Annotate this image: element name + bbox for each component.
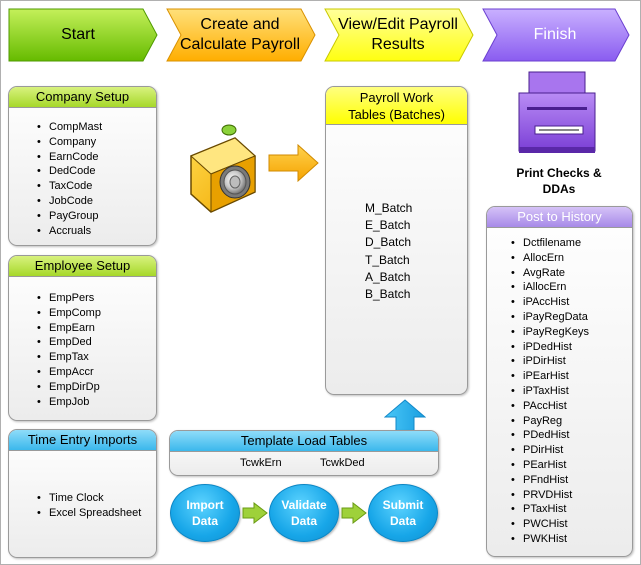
list-item: A_Batch xyxy=(365,269,411,284)
list-item: PayReg xyxy=(511,414,632,429)
import-data-label: Import Data xyxy=(186,498,224,528)
validate-data-label: Validate Data xyxy=(281,498,327,528)
batch-list: M_Batch E_Batch D_Batch T_Batch A_Batch … xyxy=(365,200,467,303)
list-item: PFndHist xyxy=(511,473,632,488)
step-create-label: Create and Calculate Payroll xyxy=(179,16,301,53)
submit-data-label: Submit Data xyxy=(382,498,424,528)
list-item: PTaxHist xyxy=(511,502,632,517)
list-item: EmpEarn xyxy=(37,321,156,336)
list-item: Company xyxy=(37,135,156,150)
step-view-label: View/Edit Payroll Results xyxy=(338,16,458,53)
list-item: EmpDed xyxy=(37,335,156,350)
step-view-edit: View/Edit Payroll Results xyxy=(324,8,474,62)
step-start: Start xyxy=(8,8,158,62)
step-finish-shape xyxy=(482,8,630,62)
employee-setup-panel: Employee Setup EmpPers EmpComp EmpEarn E… xyxy=(8,255,157,421)
list-item: Time Clock xyxy=(37,491,156,506)
time-entry-panel: Time Entry Imports Time Clock Excel Spre… xyxy=(8,429,157,558)
list-item: EmpTax xyxy=(37,350,156,365)
company-setup-title: Company Setup xyxy=(9,87,156,108)
print-checks-label: Print Checks & DDAs xyxy=(516,166,602,196)
post-to-history-panel: Post to History Dctfilename AllocErn Avg… xyxy=(486,206,633,557)
step-create-shape xyxy=(166,8,316,62)
step-start-label: Start xyxy=(61,26,95,43)
list-item: iPEarHist xyxy=(511,369,632,384)
company-setup-list: CompMast Company EarnCode DedCode TaxCod… xyxy=(37,120,156,238)
list-item: Accruals xyxy=(37,224,156,239)
arrow-right-icon xyxy=(268,144,319,182)
submit-data-step: Submit Data xyxy=(368,484,438,542)
list-item: EmpJob xyxy=(37,395,156,410)
list-item: iPTaxHist xyxy=(511,384,632,399)
step-finish-label: Finish xyxy=(533,26,577,43)
template-table-name: TcwkErn xyxy=(240,457,282,469)
post-to-history-title: Post to History xyxy=(487,207,632,228)
list-item: PWCHist xyxy=(511,517,632,532)
list-item: PRVDHist xyxy=(511,488,632,503)
list-item: EmpDirDp xyxy=(37,380,156,395)
list-item: DedCode xyxy=(37,164,156,179)
time-entry-list: Time Clock Excel Spreadsheet xyxy=(37,491,156,521)
step-view-shape xyxy=(324,8,474,62)
step-start-shape xyxy=(8,8,158,62)
time-entry-title: Time Entry Imports xyxy=(9,430,156,451)
validate-data-step: Validate Data xyxy=(269,484,339,542)
list-item: iPDedHist xyxy=(511,340,632,355)
employee-setup-list: EmpPers EmpComp EmpEarn EmpDed EmpTax Em… xyxy=(37,291,156,409)
list-item: EmpPers xyxy=(37,291,156,306)
list-item: PDirHist xyxy=(511,443,632,458)
list-item: EmpComp xyxy=(37,306,156,321)
list-item: iPDirHist xyxy=(511,354,632,369)
list-item: iPAccHist xyxy=(511,295,632,310)
list-item: JobCode xyxy=(37,194,156,209)
step-finish: Finish xyxy=(482,8,630,62)
list-item: M_Batch xyxy=(365,201,413,215)
list-item: Dctfilename xyxy=(511,236,632,251)
employee-setup-title: Employee Setup xyxy=(9,256,156,277)
template-load-panel: Template Load Tables TcwkErn TcwkDed xyxy=(169,430,439,476)
step-create-calculate: Create and Calculate Payroll xyxy=(166,8,316,62)
list-item: D_Batch xyxy=(365,235,412,250)
list-item: iPayRegData xyxy=(511,310,632,325)
list-item: EarnCode xyxy=(37,150,156,165)
list-item: B_Batch xyxy=(365,287,411,302)
list-item: EmpAccr xyxy=(37,365,156,380)
list-item: PWKHist xyxy=(511,532,632,547)
list-item: TaxCode xyxy=(37,179,156,194)
list-item: AllocErn xyxy=(511,251,632,266)
payroll-work-tables-panel: Payroll Work Tables (Batches) M_Batch E_… xyxy=(325,86,468,395)
list-item: Excel Spreadsheet xyxy=(37,506,156,521)
camera-icon xyxy=(190,124,256,213)
arrow-right-icon xyxy=(341,502,367,524)
template-load-title: Template Load Tables xyxy=(170,431,438,452)
template-table-name: TcwkDed xyxy=(320,457,365,469)
list-item: iPayRegKeys xyxy=(511,325,632,340)
list-item: T_Batch xyxy=(365,252,410,267)
list-item: PDedHist xyxy=(511,428,632,443)
list-item: E_Batch xyxy=(365,218,411,233)
list-item: iAllocErn xyxy=(511,280,632,295)
list-item: PAccHist xyxy=(511,399,632,414)
template-load-tables: TcwkErn TcwkDed xyxy=(170,452,438,476)
list-item: PEarHist xyxy=(511,458,632,473)
list-item: CompMast xyxy=(37,120,156,135)
printer-icon xyxy=(518,71,596,153)
import-data-step: Import Data xyxy=(170,484,240,542)
arrow-right-icon xyxy=(242,502,268,524)
company-setup-panel: Company Setup CompMast Company EarnCode … xyxy=(8,86,157,246)
post-history-list: Dctfilename AllocErn AvgRate iAllocErn i… xyxy=(511,236,632,547)
payroll-work-tables-title: Payroll Work Tables (Batches) xyxy=(326,87,467,125)
list-item: AvgRate xyxy=(511,266,632,281)
list-item: PayGroup xyxy=(37,209,156,224)
